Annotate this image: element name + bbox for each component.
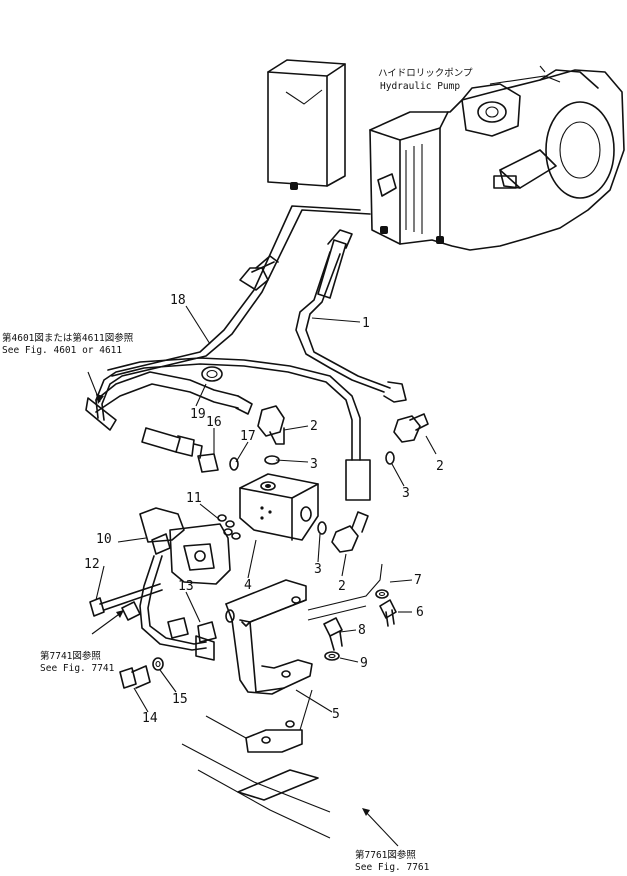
bolt-6 [379, 599, 397, 627]
frame-mount [181, 689, 331, 839]
part-number-4: 4 [244, 578, 252, 593]
fitting-16-small [197, 453, 219, 473]
leader-lines [95, 305, 437, 713]
part-number-7: 7 [414, 573, 422, 588]
washer-15 [152, 657, 164, 671]
ref-7741-jp: 第7741図参照 [40, 650, 101, 662]
ref-4601-en: See Fig. 4601 or 4611 [2, 345, 122, 356]
part-number-3b: 3 [402, 486, 410, 501]
hose-1 [295, 229, 407, 403]
part-number-3a: 3 [310, 457, 318, 472]
bolt-8 [323, 617, 343, 651]
part-number-18: 18 [170, 293, 186, 308]
part-number-1: 1 [362, 316, 370, 331]
part-number-2a: 2 [310, 419, 318, 434]
part-number-15: 15 [172, 692, 188, 707]
bracket-5 [225, 563, 383, 695]
part-number-8: 8 [358, 623, 366, 638]
solenoid-10 [139, 507, 231, 651]
ref-4601-jp: 第4601図または第4611図参照 [2, 332, 134, 344]
part-number-13: 13 [178, 579, 194, 594]
hydraulic-pump-illustration [369, 65, 625, 251]
washer-9 [324, 651, 340, 661]
part-number-9: 9 [360, 656, 368, 671]
pump-label-jp: ハイドロリックポンプ [378, 68, 473, 79]
part-number-10: 10 [96, 532, 112, 547]
part-number-12: 12 [84, 557, 100, 572]
elbow-fitting-c [331, 511, 369, 553]
hose-fitting-16 [141, 427, 203, 459]
pump-leader-line [489, 75, 561, 85]
part-number-3c: 3 [314, 562, 322, 577]
hose-18 [85, 205, 371, 431]
part-number-5: 5 [332, 707, 340, 722]
ref-arrows [87, 371, 399, 847]
ref-7761-en: See Fig. 7761 [355, 862, 430, 873]
valve-block-4 [239, 473, 319, 541]
tank-illustration [267, 59, 346, 190]
hose-19 [95, 357, 371, 501]
part-number-14: 14 [142, 711, 158, 726]
connector-13 [167, 617, 217, 661]
elbow-fitting-a [257, 405, 285, 445]
part-number-2b: 2 [436, 459, 444, 474]
part-number-16: 16 [206, 415, 222, 430]
elbow-fitting-b [393, 413, 429, 443]
part-number-11: 11 [186, 491, 202, 506]
part-number-2c: 2 [338, 579, 346, 594]
washer-7 [375, 589, 389, 599]
ref-7741-en: See Fig. 7741 [40, 663, 115, 674]
part-number-17: 17 [240, 429, 256, 444]
bolt-14 [119, 665, 151, 689]
pump-label-en: Hydraulic Pump [380, 81, 460, 92]
cable-sleeve [121, 601, 141, 621]
part-number-6: 6 [416, 605, 424, 620]
part-number-19: 19 [190, 407, 206, 422]
ref-7761-jp: 第7761図参照 [355, 849, 416, 861]
